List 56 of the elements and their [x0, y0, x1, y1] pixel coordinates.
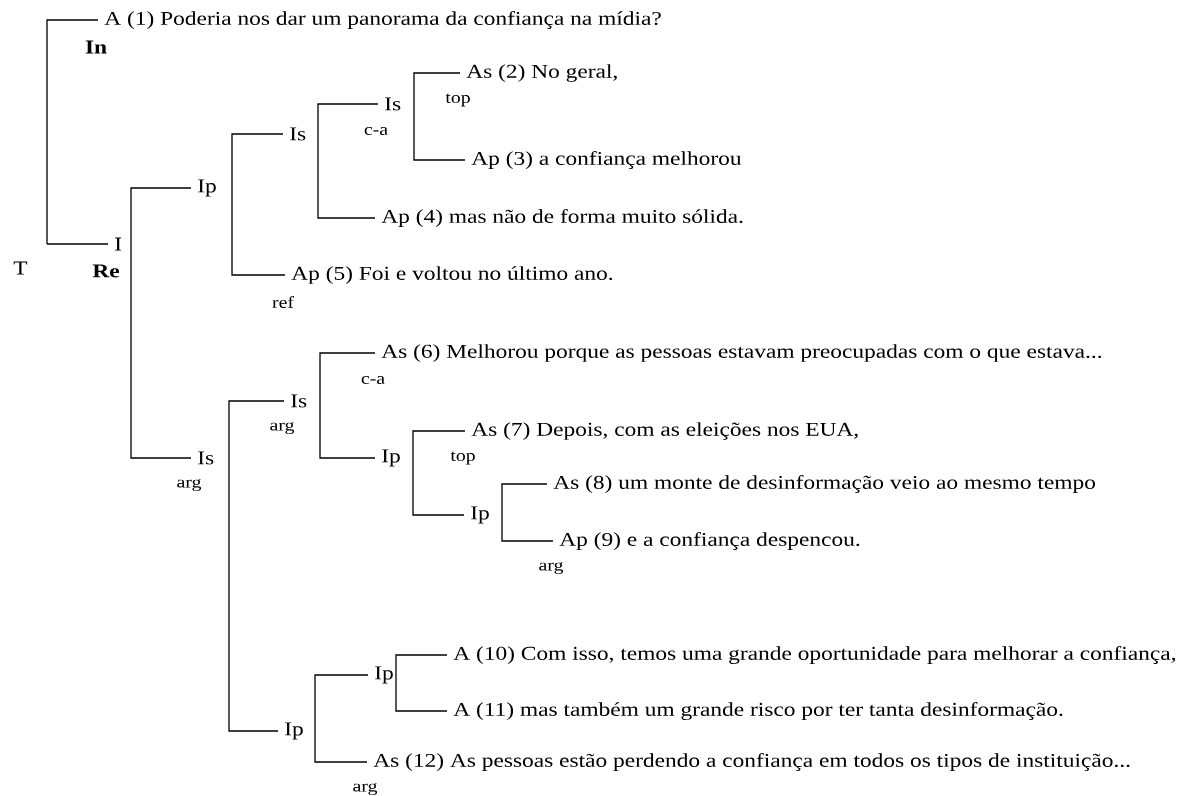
bracket-line [130, 187, 192, 245]
leaf-text: As (2) No geral, [466, 64, 617, 82]
leaf-text: Ap (9) e a confiança despencou. [559, 532, 860, 550]
leaf-text: As (12) As pessoas estão perdendo a confiança em todos os tipos de instituição... [373, 753, 1130, 771]
bracket-line [228, 457, 279, 732]
leaf-text: A (10) Com isso, temos uma grande oportunidade para melhorar a confiança, [453, 646, 1176, 664]
node-label: Is [385, 97, 401, 111]
relation-label: arg [270, 422, 295, 434]
leaf-text: Ap (5) Foi e voltou no último ano. [291, 266, 613, 284]
bracket-line [412, 430, 466, 459]
node-label: Ip [382, 449, 400, 467]
node-label: I [115, 237, 122, 251]
bracket-line [317, 133, 376, 219]
relation-label: arg [177, 479, 202, 491]
leaf-text: A (1) Poderia nos dar um panorama da confiança na mídia? [104, 11, 661, 29]
node-label: T [13, 261, 28, 275]
bracket-line [317, 103, 379, 135]
bracket-line [501, 483, 548, 516]
bracket-line [413, 72, 461, 105]
node-label: Ip [375, 666, 393, 684]
relation-label: ref [272, 296, 294, 308]
bracket-line [395, 674, 448, 712]
node-label: Ip [285, 722, 303, 740]
node-label: Ip [471, 506, 489, 524]
leaf-text: Ap (3) a confiança melhorou [471, 151, 742, 169]
relation-label: c-a [361, 376, 385, 384]
relation-label: top [450, 451, 475, 465]
bracket-line [314, 674, 369, 732]
relation-label: c-a [364, 127, 388, 135]
bracket-line [228, 400, 285, 459]
leaf-text: Ap (4) mas não de forma muito sólida. [381, 209, 743, 227]
leaf-text: A (11) mas também um grande risco por ter tanta desinformação. [453, 702, 1063, 720]
relation-label: In [85, 40, 107, 54]
bracket-line [319, 352, 376, 402]
relation-label: top [445, 93, 470, 107]
leaf-text: As (7) Depois, com as eleições nos EUA, [471, 422, 858, 440]
relation-label: arg [539, 562, 564, 574]
bracket-line [130, 243, 192, 459]
node-label: Is [290, 127, 306, 141]
bracket-line [412, 457, 465, 516]
bracket-line [231, 187, 286, 276]
node-label: Ip [198, 179, 216, 197]
relation-label: arg [353, 783, 378, 795]
bracket-line [231, 133, 284, 189]
bracket-line [46, 19, 99, 245]
bracket-line [501, 514, 554, 542]
node-label: Is [198, 451, 214, 465]
bracket-line [413, 103, 466, 161]
leaf-text: As (8) um monte de desinformação veio ao mesmo tempo [553, 475, 1095, 493]
bracket-line [314, 730, 368, 763]
bracket-line [395, 654, 448, 676]
relation-label: Re [92, 264, 120, 278]
bracket-line [46, 243, 109, 245]
bracket-line [319, 400, 376, 459]
node-label: Is [291, 394, 307, 408]
leaf-text: As (6) Melhorou porque as pessoas estavam preocupadas com o que estava... [381, 344, 1102, 362]
